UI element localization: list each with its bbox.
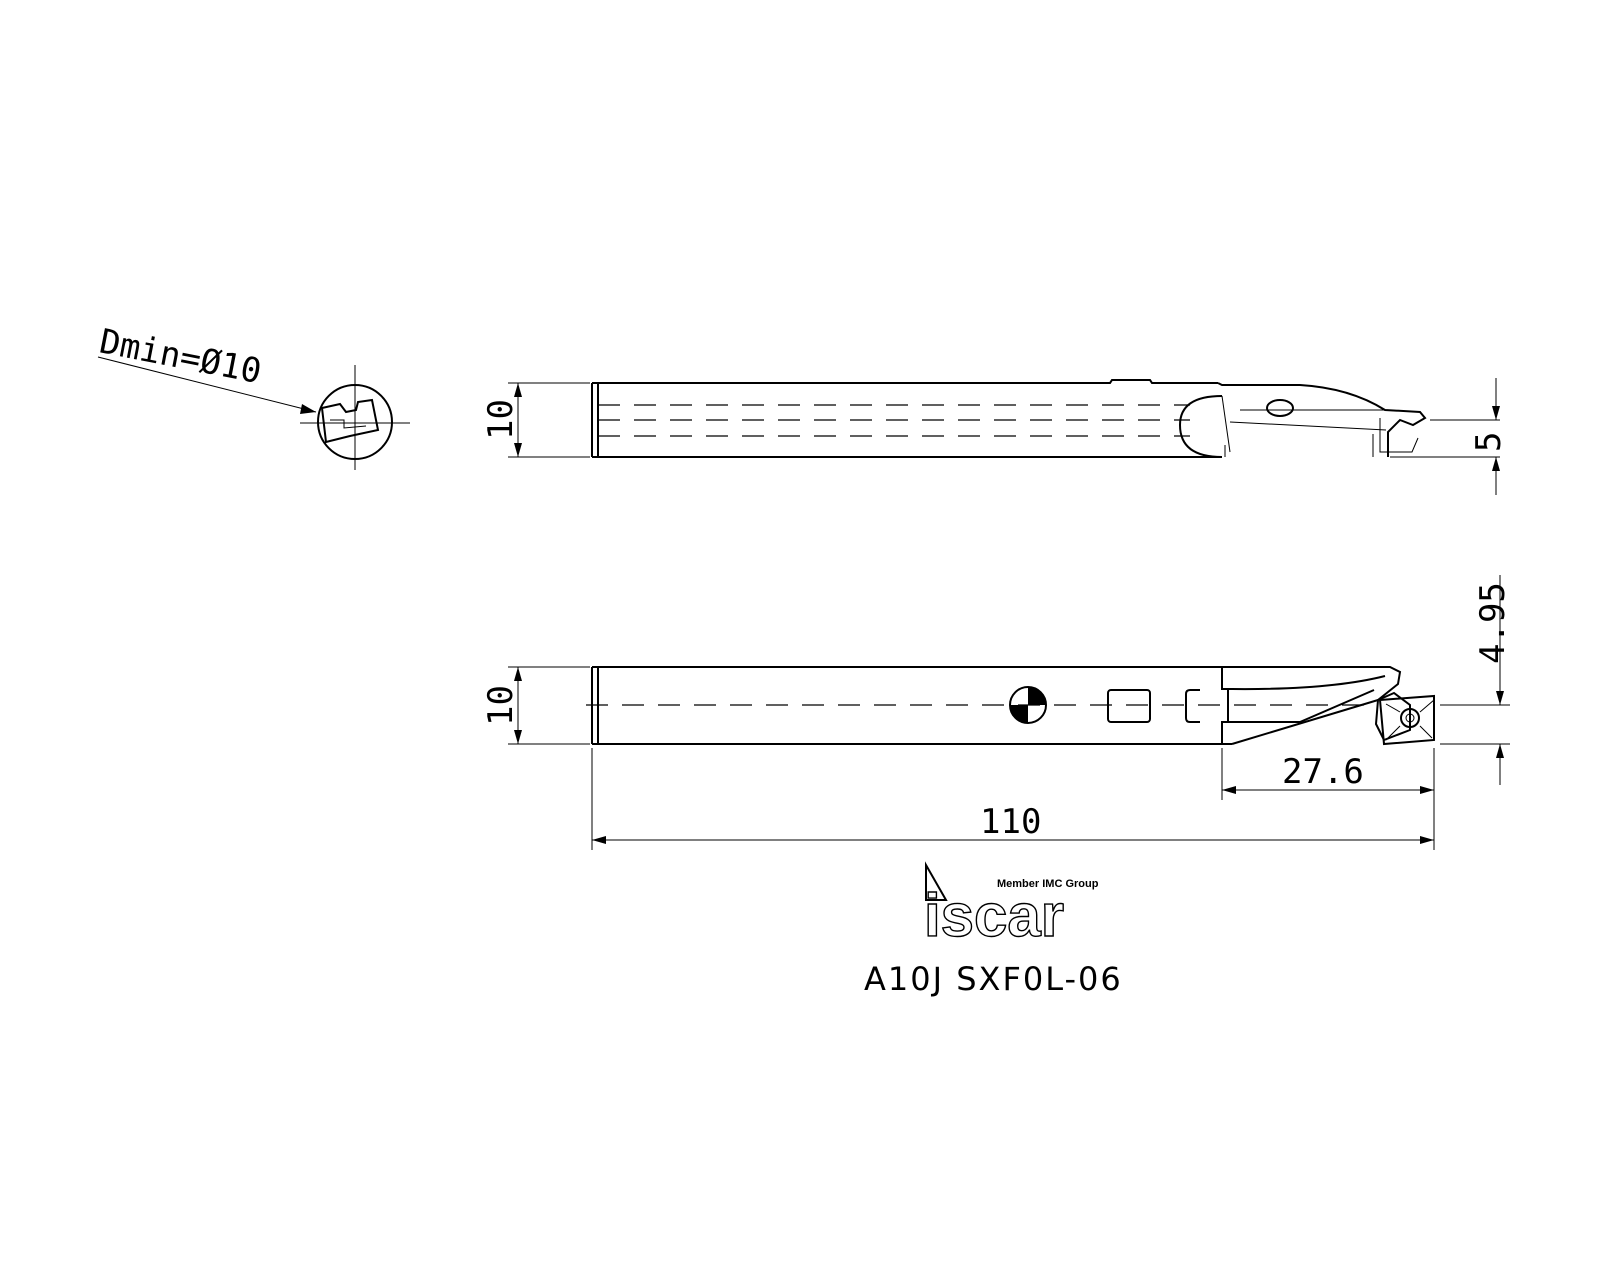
iscar-logo: iscar Member IMC Group xyxy=(923,861,1099,950)
top-view-shank-diameter: 10 xyxy=(481,399,521,440)
product-code: A10J SXF0L-06 xyxy=(864,960,1123,998)
side-view-head-length: 27.6 xyxy=(1282,752,1364,792)
top-view: 10 5 xyxy=(481,378,1509,495)
logo-tagline: Member IMC Group xyxy=(997,878,1099,890)
side-view: 10 4.95 27.6 110 xyxy=(481,575,1513,850)
side-view-shank-diameter: 10 xyxy=(481,685,521,726)
top-view-center-height: 5 xyxy=(1469,432,1509,452)
overall-length: 110 xyxy=(980,802,1041,842)
dmin-label: Dmin=Ø10 xyxy=(96,322,264,393)
end-view: Dmin=Ø10 xyxy=(96,322,410,470)
logo-wordmark: iscar xyxy=(924,882,1064,949)
side-view-tip-offset: 4.95 xyxy=(1473,582,1513,664)
